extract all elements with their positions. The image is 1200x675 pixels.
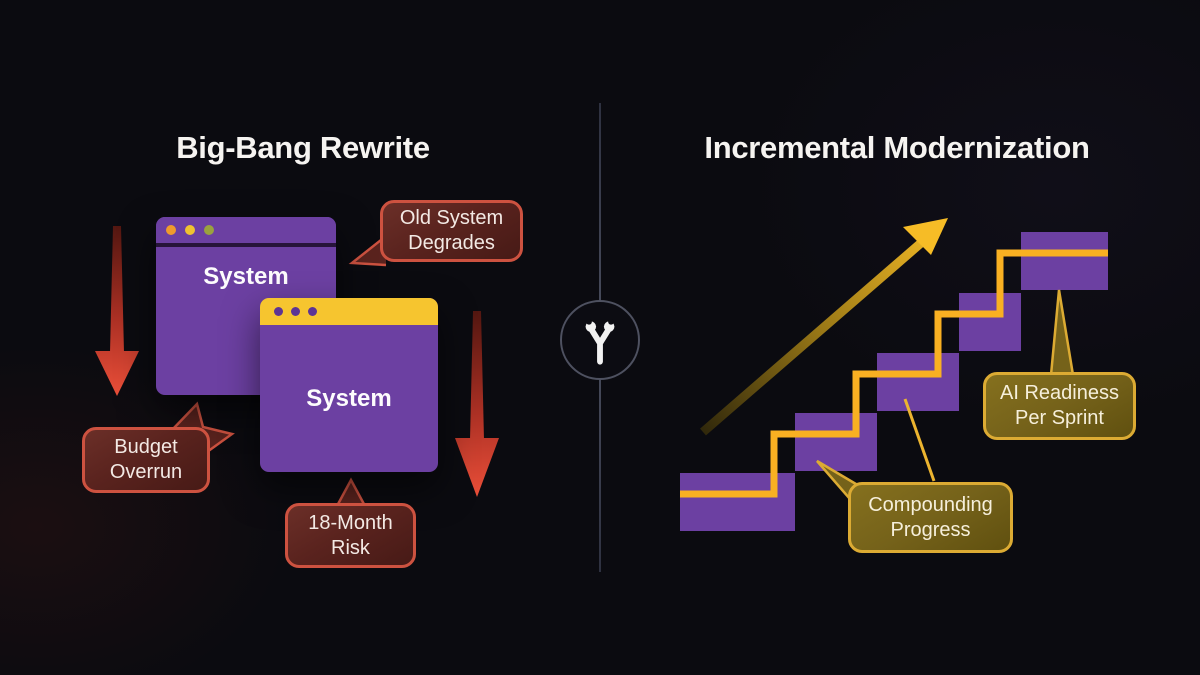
compounding-callout: Compounding Progress: [848, 482, 1013, 553]
budget-callout-line2: Overrun: [109, 461, 183, 483]
compounding-callout-line1: Compounding: [868, 493, 993, 516]
budget-callout: Budget Overrun: [82, 427, 210, 493]
left-panel-title: Big-Bang Rewrite: [176, 130, 430, 165]
ai-callout-line2: Per Sprint: [1015, 407, 1104, 429]
divider-badge: [560, 300, 640, 380]
fork-wrench-icon: [585, 319, 615, 365]
new-window-label: System: [306, 384, 392, 412]
ai-readiness-callout: AI Readiness Per Sprint: [983, 372, 1136, 440]
old-window-label: System: [203, 263, 289, 290]
window-control-dot: [166, 225, 176, 235]
ai-callout-line1: AI Readiness: [1000, 382, 1119, 404]
compounding-pointer-line: [903, 398, 936, 482]
degrades-callout-line1: Old System: [399, 207, 504, 229]
window-control-dot: [274, 307, 283, 316]
new-system-window: System: [260, 298, 438, 472]
risk-callout-line2: Risk: [331, 536, 370, 559]
staircase-gold-stripe: [680, 249, 1108, 498]
old-window-titlebar: [156, 217, 336, 247]
ai-callout-tail: [1049, 289, 1075, 376]
degrades-callout-line2: Degrades: [408, 232, 495, 254]
window-control-dot: [291, 307, 300, 316]
degrades-callout: Old System Degrades: [380, 200, 523, 262]
growth-arrow-shaft: [700, 239, 924, 436]
window-control-dot: [308, 307, 317, 316]
right-panel-title: Incremental Modernization: [704, 130, 1090, 165]
compounding-callout-line2: Progress: [890, 518, 971, 541]
risk-callout-line1: 18-Month: [308, 511, 393, 534]
new-window-titlebar: [260, 298, 438, 325]
decline-arrow-left-shaft: [110, 226, 124, 353]
decline-arrow-right-shaft: [470, 311, 484, 440]
budget-callout-line1: Budget: [114, 436, 178, 458]
risk-callout: 18-Month Risk: [285, 503, 416, 568]
decline-arrow-right-head: [455, 438, 499, 497]
risk-callout-tail: [335, 477, 367, 507]
decline-arrow-left-head: [95, 351, 139, 396]
window-control-dot: [185, 225, 195, 235]
degrades-callout-tail: [348, 235, 387, 267]
window-control-dot: [204, 225, 214, 235]
growth-arrow-head: [903, 218, 948, 255]
